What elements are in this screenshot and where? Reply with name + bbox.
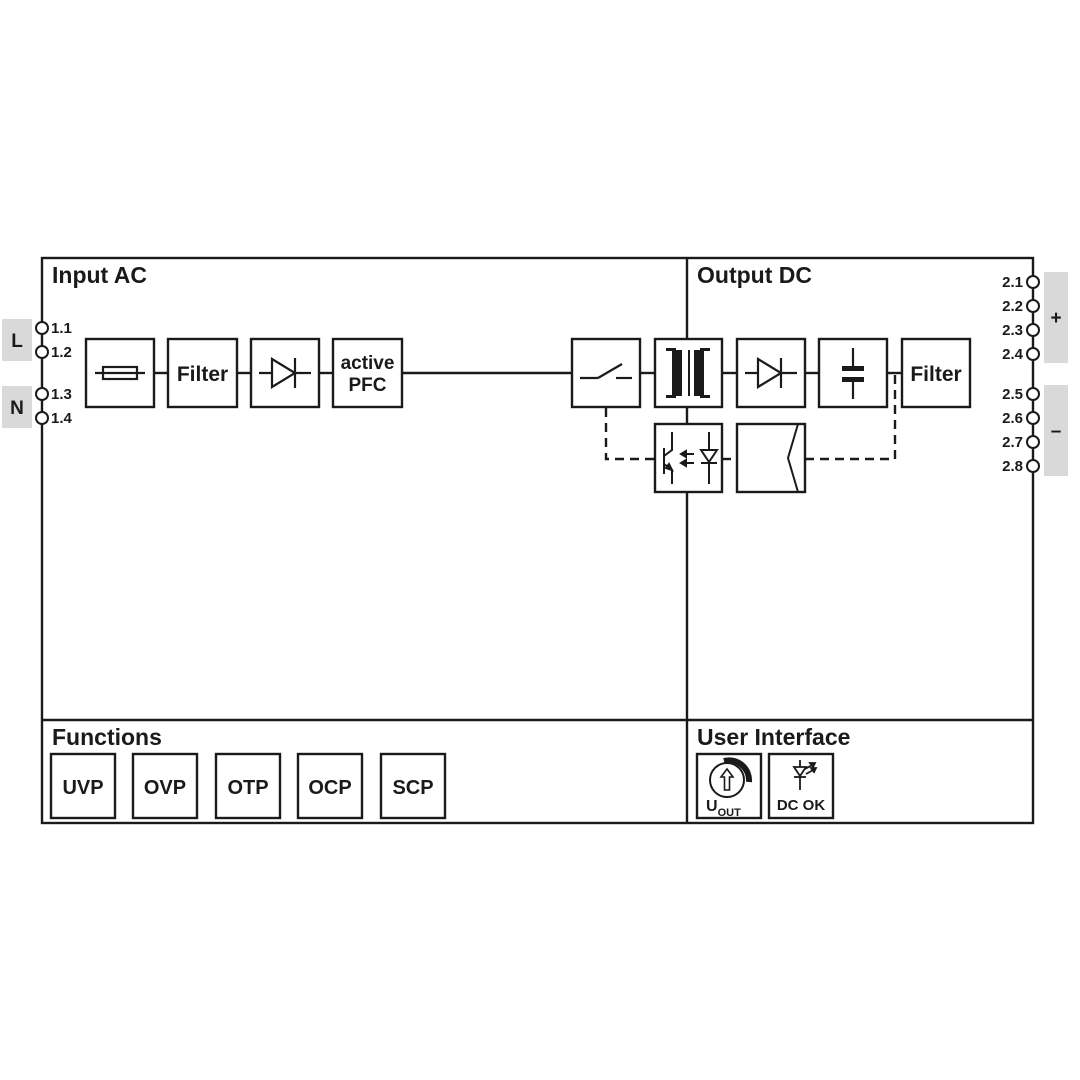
fuse-icon [95, 365, 145, 381]
terminal-pin-2-7: 2.7 [1002, 434, 1023, 451]
terminal-pin-2-5: 2.5 [1002, 386, 1023, 403]
terminal-pin-2-1: 2.1 [1002, 274, 1023, 291]
terminal-circle-1-1 [35, 321, 49, 335]
function-label-ocp: OCP [308, 777, 351, 799]
capacitor-icon [842, 348, 864, 399]
function-box-scp [379, 752, 447, 820]
output-section-title: Output DC [697, 262, 812, 288]
switch-icon [580, 363, 632, 380]
terminal-pin-1-2: 1.2 [51, 344, 72, 361]
terminal-circle-2-8 [1026, 459, 1040, 473]
transformer-icon [666, 348, 710, 398]
terminal-pin-1-1: 1.1 [51, 320, 72, 337]
dc-ok-label: DC OK [777, 797, 826, 814]
function-box-otp [214, 752, 282, 820]
function-box-ocp [296, 752, 364, 820]
dc-ok-led-box [767, 752, 835, 820]
uout-label-main: U [706, 798, 718, 815]
terminal-tab-N [2, 386, 32, 428]
uout-label: UOUT [706, 798, 741, 819]
input-filter-block [166, 337, 239, 409]
feedback-path [604, 373, 897, 461]
function-box-uvp [49, 752, 117, 820]
function-label-otp: OTP [227, 777, 268, 799]
terminal-circle-2-2 [1026, 299, 1040, 313]
terminal-circle-2-7 [1026, 435, 1040, 449]
output-filter-label: Filter [910, 363, 961, 386]
terminal-circle-1-2 [35, 345, 49, 359]
diode-icon [259, 357, 311, 389]
function-label-scp: SCP [392, 777, 433, 799]
terminal-circle-1-4 [35, 411, 49, 425]
pfc-block [331, 337, 404, 409]
terminal-circle-2-6 [1026, 411, 1040, 425]
function-label-uvp: UVP [62, 777, 103, 799]
terminal-pin-1-3: 1.3 [51, 386, 72, 403]
input-filter-label: Filter [177, 363, 228, 386]
pfc-label-line2: PFC [349, 375, 387, 396]
terminal-tab-minus [1044, 385, 1068, 476]
terminal-tab-plus [1044, 272, 1068, 363]
input-section-title: Input AC [52, 262, 147, 288]
functions-section-title: Functions [52, 724, 162, 750]
terminal-pin-2-6: 2.6 [1002, 410, 1023, 427]
optocoupler-icon [663, 432, 719, 484]
uout-label-sub: OUT [718, 807, 742, 819]
terminal-circle-2-3 [1026, 323, 1040, 337]
terminal-pin-2-3: 2.3 [1002, 322, 1023, 339]
terminal-circle-2-5 [1026, 387, 1040, 401]
terminal-circle-1-3 [35, 387, 49, 401]
regulator-icon [786, 423, 799, 493]
function-box-ovp [131, 752, 199, 820]
output-filter-block [900, 337, 972, 409]
user-interface-section-title: User Interface [697, 724, 850, 750]
terminal-label-N: N [10, 398, 24, 419]
led-icon [792, 760, 818, 790]
output-diode-icon [745, 357, 797, 389]
terminal-label-L: L [11, 331, 23, 352]
terminal-pin-2-2: 2.2 [1002, 298, 1023, 315]
terminal-circle-2-4 [1026, 347, 1040, 361]
terminal-circle-2-1 [1026, 275, 1040, 289]
pfc-label-line1: active [341, 353, 395, 374]
function-label-ovp: OVP [144, 777, 186, 799]
terminal-pin-2-8: 2.8 [1002, 458, 1023, 475]
terminal-label-plus: + [1050, 308, 1061, 329]
terminal-tab-L [2, 319, 32, 361]
terminal-label-minus: – [1051, 421, 1062, 442]
terminal-pin-2-4: 2.4 [1002, 346, 1024, 363]
potentiometer-icon [709, 757, 753, 798]
terminal-pin-1-4: 1.4 [51, 410, 73, 427]
